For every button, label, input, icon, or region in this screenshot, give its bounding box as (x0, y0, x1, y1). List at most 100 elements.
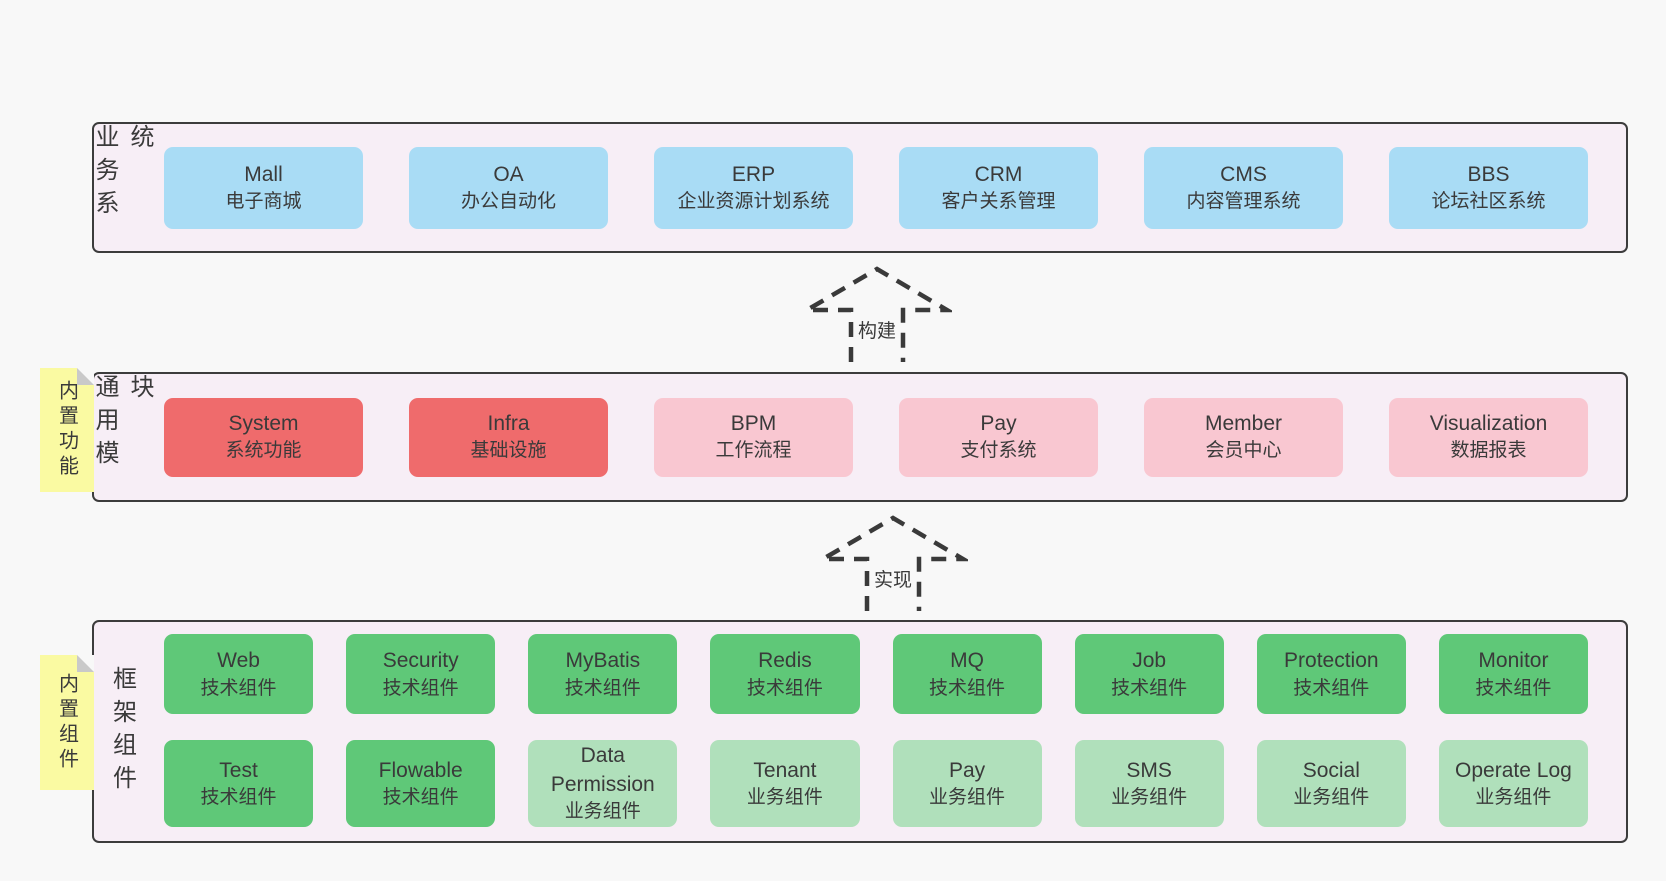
band-common-modules: 通用模块 System 系统功能 Infra 基础设施 BPM 工作流程 Pay 支付系统 Me… (91, 372, 1628, 502)
box-subtitle: 论坛社区系统 (1431, 190, 1546, 212)
box-subtitle: 技术组件 (200, 677, 277, 699)
box-member: Member 会员中心 (1144, 397, 1343, 477)
box-subtitle: 电子商城 (225, 190, 302, 212)
box-erp: ERP 企业资源计划系统 (654, 146, 853, 229)
box-subtitle: 技术组件 (746, 677, 823, 699)
box-sms: SMS 业务组件 (1074, 740, 1224, 827)
box-title: CMS (1220, 162, 1267, 186)
band-business-systems-label: 业务系统 (91, 124, 153, 223)
box-subtitle: 客户关系管理 (941, 190, 1056, 212)
box-title: CRM (974, 162, 1023, 186)
box-data-permission: Data Permission 业务组件 (528, 740, 678, 827)
box-title: SMS (1126, 758, 1172, 782)
box-subtitle: 技术组件 (382, 677, 459, 699)
implement-arrow-label: 实现 (870, 565, 916, 593)
box-mall: Mall 电子商城 (164, 146, 363, 229)
band-common-modules-label: 通用模块 (91, 374, 153, 473)
box-subtitle: 技术组件 (1111, 677, 1188, 699)
box-title: MQ (950, 649, 984, 673)
box-title: ERP (731, 162, 776, 186)
box-operate-log: Operate Log 业务组件 (1438, 740, 1588, 827)
box-subtitle: 办公自动化 (460, 190, 556, 212)
box-mybatis: MyBatis 技术组件 (528, 634, 678, 715)
box-infra: Infra 基础设施 (409, 397, 608, 477)
sticky-built-in-features: 内置功能 (40, 368, 94, 492)
band-common-modules-boxes: System 系统功能 Infra 基础设施 BPM 工作流程 Pay 支付系统 Member 会… (150, 374, 1626, 500)
box-subtitle: 业务组件 (564, 801, 641, 823)
box-title: Test (219, 758, 258, 782)
box-title: BPM (730, 412, 777, 435)
sticky-built-in-components: 内置组件 (40, 655, 94, 790)
box-title: Visualization (1429, 412, 1548, 435)
box-title: MyBatis (565, 649, 641, 673)
box-subtitle: 技术组件 (1475, 677, 1552, 699)
box-title: Flowable (378, 758, 463, 782)
band-business-systems-boxes: Mall 电子商城 OA 办公自动化 ERP 企业资源计划系统 CRM 客户关系管理 CMS 内容… (150, 124, 1626, 251)
box-bpm: BPM 工作流程 (654, 397, 853, 477)
box-oa: OA 办公自动化 (409, 146, 608, 229)
box-subtitle: 数据报表 (1450, 440, 1527, 462)
box-title: OA (493, 162, 524, 186)
box-subtitle: 技术组件 (929, 677, 1006, 699)
box-subtitle: 工作流程 (715, 440, 792, 462)
band-framework-components-label: 框架组件 (108, 665, 136, 798)
box-subtitle: 业务组件 (929, 786, 1006, 808)
box-title: Tenant (753, 758, 817, 782)
box-title: Social (1302, 758, 1360, 782)
box-mq: MQ 技术组件 (892, 634, 1042, 715)
box-title: BBS (1467, 162, 1510, 186)
box-title: System (228, 412, 299, 435)
box-system: System 系统功能 (164, 397, 363, 477)
box-subtitle: 企业资源计划系统 (677, 190, 830, 212)
box-subtitle: 系统功能 (225, 440, 302, 462)
box-title: Job (1132, 649, 1167, 673)
box-title: Monitor (1478, 649, 1549, 673)
box-subtitle: 业务组件 (1111, 786, 1188, 808)
box-web: Web 技术组件 (164, 634, 314, 715)
box-cms: CMS 内容管理系统 (1144, 146, 1343, 229)
box-pay: Pay 支付系统 (899, 397, 1098, 477)
box-subtitle: 技术组件 (200, 786, 277, 808)
box-crm: CRM 客户关系管理 (899, 146, 1098, 229)
implement-arrow-up-icon: 实现 (818, 515, 968, 612)
box-social: Social 业务组件 (1256, 740, 1406, 827)
box-title: Pay (948, 758, 986, 782)
band-business-systems: 业务系统 Mall 电子商城 OA 办公自动化 ERP 企业资源计划系统 CRM 客户关系管理… (91, 122, 1628, 253)
box-title: Web (217, 649, 260, 673)
box-bbs: BBS 论坛社区系统 (1389, 146, 1588, 229)
box-subtitle: 业务组件 (746, 786, 823, 808)
box-title: Security (382, 649, 459, 673)
box-monitor: Monitor 技术组件 (1438, 634, 1588, 715)
box-title: Pay (980, 412, 1017, 435)
box-title: Infra (487, 412, 530, 435)
build-arrow-label: 构建 (854, 316, 900, 344)
box-subtitle: 技术组件 (564, 677, 641, 699)
box-subtitle: 会员中心 (1205, 440, 1282, 462)
box-tenant: Tenant 业务组件 (710, 740, 860, 827)
box-flowable: Flowable 技术组件 (346, 740, 496, 827)
box-test: Test 技术组件 (164, 740, 314, 827)
box-subtitle: 支付系统 (960, 440, 1037, 462)
box-subtitle: 业务组件 (1475, 786, 1552, 808)
box-title: Mall (244, 162, 283, 186)
box-title: Data Permission (550, 744, 655, 796)
box-pay: Pay 业务组件 (892, 740, 1042, 827)
box-subtitle: 内容管理系统 (1186, 190, 1301, 212)
box-subtitle: 业务组件 (1293, 786, 1370, 808)
build-arrow-up-icon: 构建 (802, 266, 952, 363)
box-security: Security 技术组件 (346, 634, 496, 715)
box-subtitle: 技术组件 (1293, 677, 1370, 699)
dashed-up-arrow-shape (818, 515, 968, 611)
box-subtitle: 技术组件 (382, 786, 459, 808)
box-title: Member (1204, 412, 1283, 435)
box-subtitle: 基础设施 (470, 440, 547, 462)
box-job: Job 技术组件 (1074, 634, 1224, 715)
box-title: Operate Log (1455, 758, 1572, 782)
